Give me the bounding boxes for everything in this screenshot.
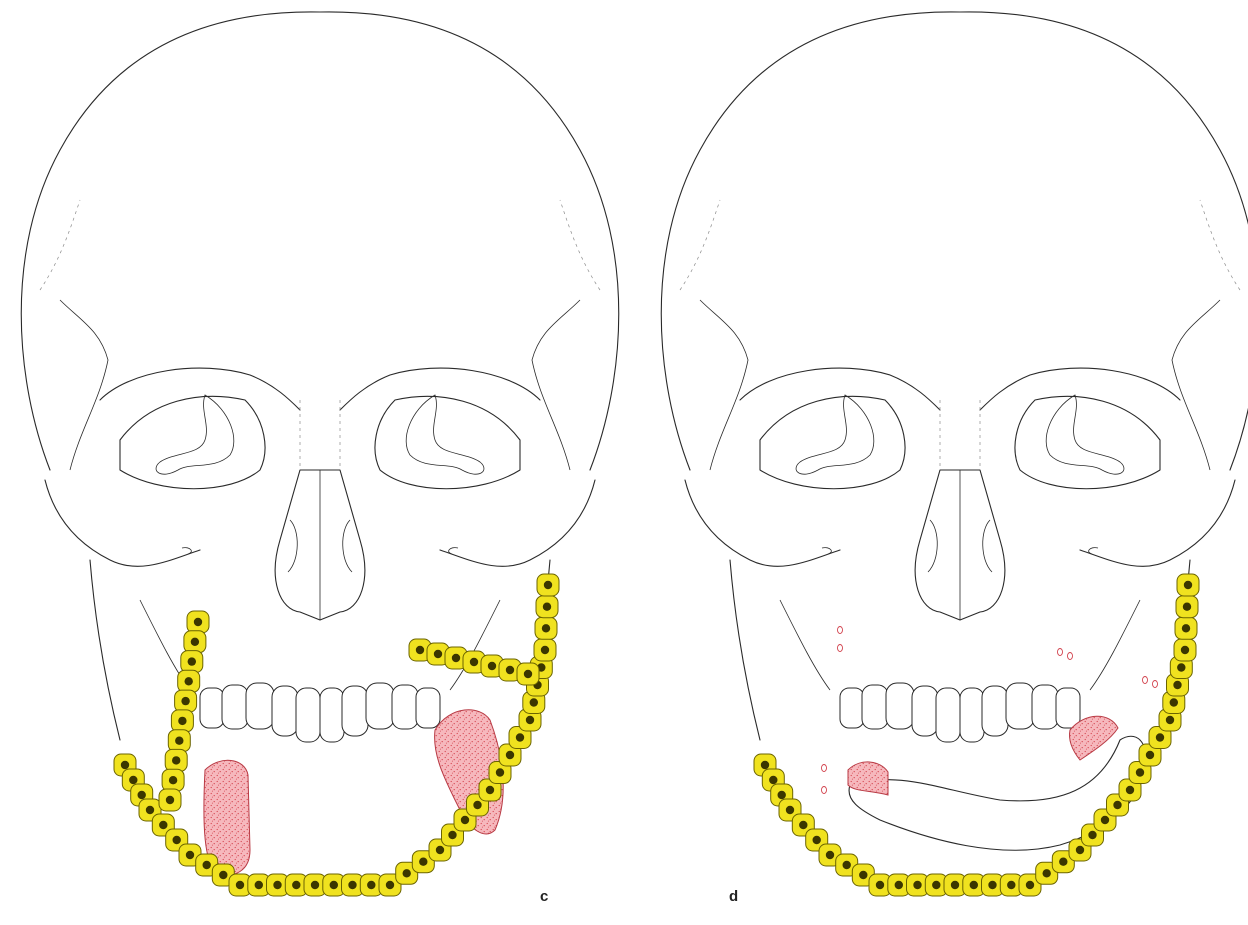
plate-screw-hole [1177,574,1199,596]
plate-screw-hole [1175,617,1197,639]
plate-screw-hole [184,631,206,653]
panel-d-skull [661,12,1248,896]
plate-screw-hole [159,789,181,811]
plate-screw-hole [534,639,556,661]
panel-c-horizontal-plate [409,639,539,685]
plate-screw-hole [1174,639,1196,661]
plate-screw-hole [187,611,209,633]
plate-screw-hole [168,730,190,752]
plate-screw-hole [517,663,539,685]
plate-screw-hole [181,651,203,673]
plate-screw-hole [165,749,187,771]
plate-screw-hole [536,596,558,618]
plate-screw-hole [537,574,559,596]
panel-label-d: d [729,888,738,905]
plate-screw-hole [175,690,197,712]
panel-d-bone-graft-left [1069,716,1118,760]
plate-screw-hole [178,670,200,692]
plate-screw-hole [162,769,184,791]
panel-c-skull [21,12,619,896]
plate-screw-hole [535,617,557,639]
panel-label-c: c [540,888,548,905]
plate-screw-hole [1176,596,1198,618]
plate-screw-hole [171,710,193,732]
